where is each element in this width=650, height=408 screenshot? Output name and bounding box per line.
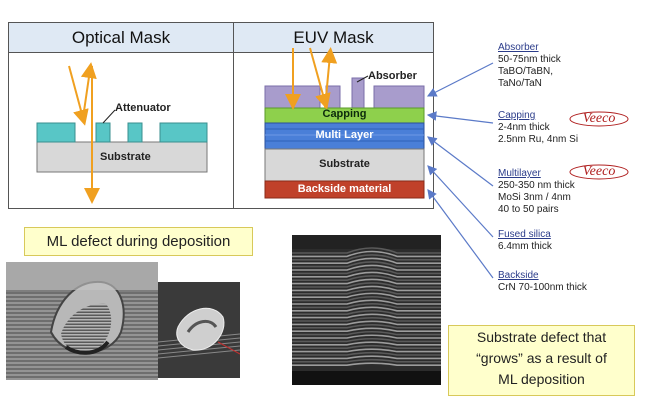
multilayer-label: Multi Layer (315, 129, 374, 141)
substrate-defect-line: ML deposition (498, 371, 585, 387)
ml-defect-tem-image (6, 262, 158, 380)
optical-substrate-label: Substrate (100, 151, 151, 163)
veeco-logo: Veeco (568, 163, 630, 181)
attenuator-label: Attenuator (115, 102, 171, 114)
connector-capping (426, 111, 494, 124)
spec-heading: Backside (498, 270, 539, 281)
spec-line: 250-350 nm thick (498, 180, 575, 191)
spec-heading: Multilayer (498, 168, 541, 179)
substrate-defect-line: Substrate defect that (476, 329, 607, 345)
substrate-defect-tem-image (292, 235, 441, 385)
connector-fused-silica (427, 165, 494, 238)
spec-heading: Capping (498, 110, 536, 121)
connector-absorber (426, 62, 494, 97)
euv-substrate-label: Substrate (319, 158, 370, 170)
substrate-defect-callout: Substrate defect that “grows” as a resul… (448, 325, 635, 396)
euv-mask-header: EUV Mask (234, 23, 433, 53)
veeco-logo-text: Veeco (582, 164, 616, 179)
capping-label: Capping (322, 108, 367, 120)
spec-line: 2.5nm Ru, 4nm Si (498, 134, 579, 145)
spec-line: MoSi 3nm / 4nm (498, 192, 571, 203)
spec-line: 40 to 50 pairs (498, 204, 559, 215)
spec-line: 2-4nm thick (498, 122, 550, 133)
backside-label: Backside material (297, 183, 392, 195)
connector-multilayer (427, 136, 494, 187)
veeco-logo: Veeco (568, 110, 630, 128)
ml-defect-closeup-image (158, 282, 240, 378)
spec-line: 6.4mm thick (498, 241, 552, 252)
spec-line: TaBO/TaBN, (498, 66, 554, 77)
spec-line: CrN 70-100nm thick (498, 282, 587, 293)
spec-line: TaNo/TaN (498, 78, 542, 89)
substrate-defect-line: “grows” as a result of (476, 350, 607, 366)
spec-line: 50-75nm thick (498, 54, 561, 65)
absorber-label: Absorber (368, 70, 417, 82)
spec-heading: Fused silica (498, 229, 551, 240)
optical-mask-header: Optical Mask (9, 23, 233, 53)
spec-heading: Absorber (498, 42, 539, 53)
ml-defect-callout: ML defect during deposition (24, 227, 253, 256)
panel-divider (233, 23, 234, 208)
veeco-logo-text: Veeco (582, 111, 616, 126)
